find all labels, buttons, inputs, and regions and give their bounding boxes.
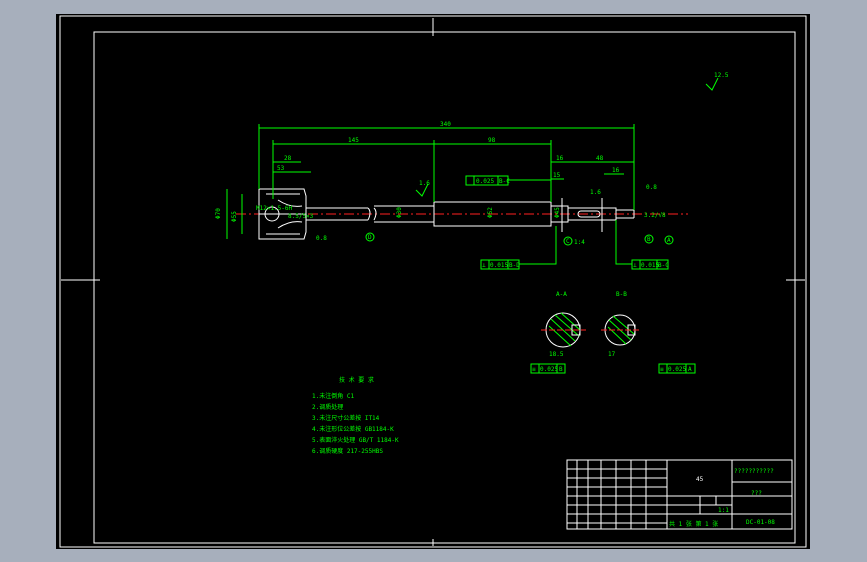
ra-left-text: 0.8	[316, 235, 327, 242]
note-line-3: 3.未注尺寸公差按 IT14	[312, 414, 380, 422]
dim-phi70-text: Φ70	[215, 208, 222, 219]
tolerance-frames: 0.025 B-C ⊥ 0.015 B-D ⊥ 0.015 B-C	[465, 175, 669, 270]
dim-53-text: 53	[277, 165, 285, 172]
datum-d-circle	[365, 232, 375, 242]
note-line-5: 5.表面淬火处理 GB/T 1184-K	[312, 436, 399, 444]
keyway-slot	[577, 210, 601, 218]
dim-15-text: 15	[553, 172, 561, 179]
title-block: 45 ??????????? ??? DC-01-08 1:1 共 1 张 第 …	[566, 459, 793, 530]
break-lines	[367, 207, 377, 221]
datum-b-label: B	[647, 236, 651, 243]
section-a-tol-sym: ≡	[532, 366, 536, 373]
dim-phi30-text: Φ30	[396, 207, 403, 218]
ra-top-text: 12.5	[714, 72, 729, 79]
drawing-no-text: DC-01-08	[746, 519, 775, 526]
dim-thread-text: M12×1.5-6H	[256, 205, 293, 212]
right-steps	[551, 205, 634, 223]
scale-text: 1:1	[718, 507, 729, 514]
dim-phi45-text: Φ45	[554, 207, 561, 218]
section-b-title: B-B	[616, 291, 627, 298]
section-b-dim: 17	[608, 351, 616, 358]
title-grid-rows	[567, 468, 667, 524]
section-a-tol-datum: B	[559, 366, 563, 373]
slope-text: 1:4	[574, 239, 585, 246]
tol-top-datum: B-C	[499, 178, 510, 185]
section-a-key	[571, 324, 581, 336]
sheet-text: 共 1 张 第 1 张	[669, 520, 718, 528]
dimensions: 340 145 98 28 53 16 48 16 15 Φ70 Φ55 Φ30…	[215, 72, 729, 246]
outer-frame	[59, 15, 807, 548]
notes-title: 技 术 要 求	[339, 376, 374, 384]
drawing-viewport[interactable]: 340 145 98 28 53 16 48 16 15 Φ70 Φ55 Φ30…	[56, 14, 810, 549]
title-block-border	[566, 459, 793, 530]
section-a-dim: 18.5	[549, 351, 564, 358]
inner-border	[93, 31, 796, 544]
dim-r16b-text: 16	[612, 167, 620, 174]
datum-b-circle	[644, 234, 654, 244]
section-b-tol-datum: A	[688, 366, 692, 373]
cad-drawing[interactable]: 340 145 98 28 53 16 48 16 15 Φ70 Φ55 Φ30…	[56, 14, 810, 549]
head-fillets	[277, 199, 303, 229]
dim-phi52-text: Φ52	[487, 207, 494, 218]
dim-key-text: 8.5/5×3	[288, 213, 314, 220]
technical-notes: 技 术 要 求 1.未注倒角 C1 2.调质处理 3.未注尺寸公差按 IT14 …	[312, 376, 399, 455]
datum-c-label: C	[566, 238, 570, 245]
section-b-tol-frame	[658, 363, 696, 374]
dim-side-ra-text: 3.2/√8	[644, 212, 666, 219]
datum-a-circle	[664, 235, 674, 245]
part-name-text: ???????????	[734, 468, 774, 475]
datum-a-label: A	[667, 237, 671, 244]
tol-bl-sym: ⊥	[482, 262, 486, 269]
dim-overall-text: 340	[440, 121, 451, 128]
shaft-head	[258, 188, 307, 240]
title-mid-lines	[667, 460, 792, 529]
chamfer-text: 1.6	[590, 189, 601, 196]
section-a-tol-val: 0.025	[540, 366, 558, 373]
ra-right-text: 0.8	[646, 184, 657, 191]
section-b-tol-sym: ≡	[660, 366, 664, 373]
section-views: A-A 18.5 B-B 17 ≡ 0.025 B ≡ 0.025 A	[530, 291, 696, 374]
tol-br-datum: B-C	[658, 262, 669, 269]
title-grid-cols	[576, 460, 668, 529]
note-line-6: 6.调质硬度 217-255HBS	[312, 447, 383, 455]
section-b-tol-val: 0.025	[668, 366, 686, 373]
dim-98-text: 98	[488, 137, 496, 144]
datum-markers: D C B A	[365, 232, 674, 246]
datum-d-label: D	[368, 234, 372, 241]
dim-phi55-text: Φ55	[231, 211, 238, 222]
dim-r16a-text: 16	[556, 155, 564, 162]
note-line-1: 1.未注倒角 C1	[312, 392, 354, 400]
head-inner-lines	[266, 193, 300, 235]
tol-bl-datum: B-D	[509, 262, 520, 269]
material-text: 45	[696, 476, 704, 483]
tol-br-leader	[615, 220, 632, 265]
note-line-4: 4.未注形位公差按 GB1184-K	[312, 425, 394, 433]
tol-br-val: 0.015	[641, 262, 659, 269]
shaft-main-view	[236, 188, 688, 240]
ra-mid-text: 1.6	[419, 180, 430, 187]
tol-br-sym: ⊥	[633, 262, 637, 269]
roughness-mark-mid	[415, 183, 429, 197]
dim-48-text: 48	[596, 155, 604, 162]
section-a-tol-frame	[530, 363, 566, 374]
note-line-2: 2.调质处理	[312, 403, 343, 411]
dim-145-text: 145	[348, 137, 359, 144]
dim-28-text: 28	[284, 155, 292, 162]
company-text: ???	[751, 490, 762, 497]
tol-bl-val: 0.015	[490, 262, 508, 269]
roughness-mark-top	[705, 77, 719, 91]
tol-top-val: 0.025	[476, 178, 494, 185]
section-a-title: A-A	[556, 291, 567, 298]
datum-c-circle	[563, 236, 573, 246]
tol-bl-leader	[519, 226, 557, 265]
